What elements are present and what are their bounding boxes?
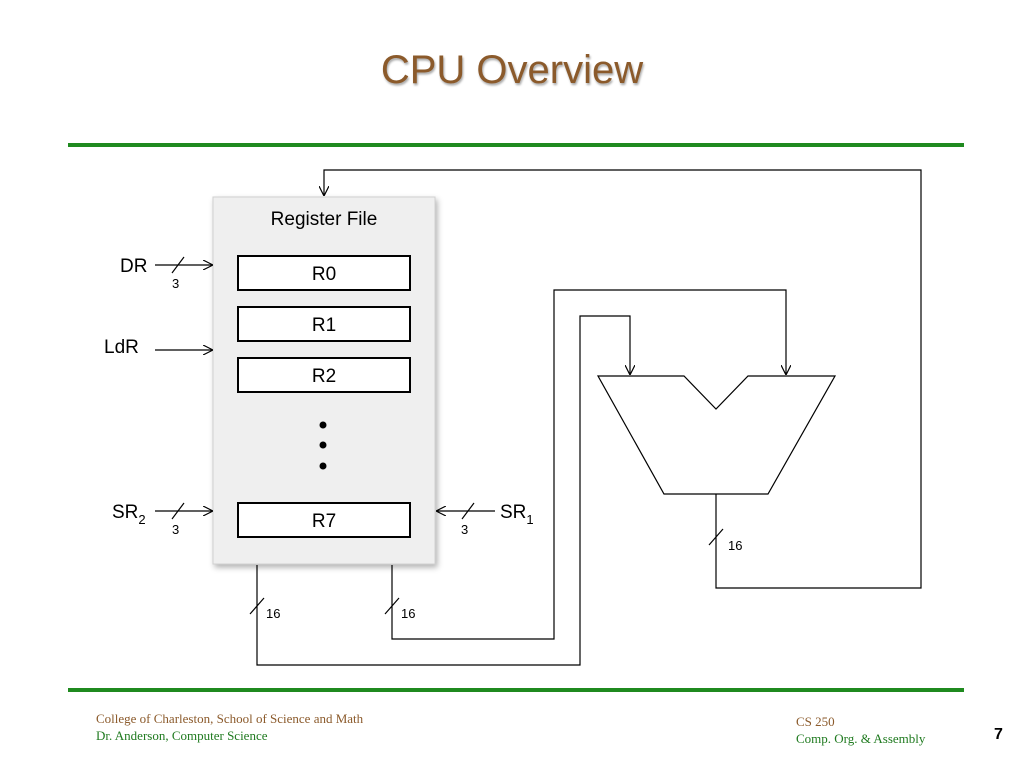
ldr-label: LdR	[104, 337, 139, 358]
sr1-width: 3	[461, 522, 468, 537]
sr1-label: SR1	[500, 502, 534, 527]
register-r7: R7	[237, 502, 411, 538]
dr-width: 3	[172, 276, 179, 291]
alu-output-feedback: 16	[324, 169, 922, 589]
ldr-input: LdR	[104, 337, 212, 358]
register-r0-label: R0	[312, 264, 336, 285]
register-r2: R2	[237, 357, 411, 393]
alu-out-width: 16	[728, 538, 742, 553]
dr-label: DR	[120, 256, 147, 277]
dr-width-slash	[171, 256, 185, 274]
sr2-width-slash	[171, 502, 185, 520]
register-r1-label: R1	[312, 315, 336, 336]
bus-right-width: 16	[401, 606, 415, 621]
bus-right-width-slash	[384, 597, 400, 615]
sr2-width: 3	[172, 522, 179, 537]
bus-left-output: 16	[249, 315, 630, 666]
bus-left-width-slash	[249, 597, 265, 615]
alu-out-width-slash	[708, 528, 724, 546]
bus-right-output: 16	[384, 289, 786, 640]
register-r1: R1	[237, 306, 411, 342]
footer-institution: College of Charleston, School of Science…	[96, 711, 364, 726]
alu-shape	[596, 375, 837, 495]
slide-title: CPU Overview	[380, 48, 644, 92]
bus-left-width: 16	[266, 606, 280, 621]
footer-instructor: Dr. Anderson, Computer Science	[96, 728, 268, 743]
sr1-input: SR1 3	[437, 502, 534, 537]
dr-input: DR 3	[120, 256, 212, 291]
register-r0: R0	[237, 255, 411, 291]
bottom-divider	[68, 688, 964, 692]
ellipsis-dots	[319, 421, 327, 470]
register-file-label: Register File	[271, 209, 378, 230]
register-r2-label: R2	[312, 366, 336, 387]
footer-right: CS 250 Comp. Org. & Assembly	[796, 713, 925, 747]
footer-left: College of Charleston, School of Science…	[96, 710, 363, 744]
sr1-width-slash	[461, 502, 475, 520]
footer-course-name: Comp. Org. & Assembly	[796, 731, 926, 746]
register-r7-label: R7	[312, 511, 336, 532]
footer-course-code: CS 250	[796, 714, 835, 729]
sr2-input: SR2 3	[112, 502, 212, 537]
sr2-label: SR2	[112, 502, 146, 527]
top-divider	[68, 143, 964, 147]
page-number: 7	[994, 726, 1003, 743]
